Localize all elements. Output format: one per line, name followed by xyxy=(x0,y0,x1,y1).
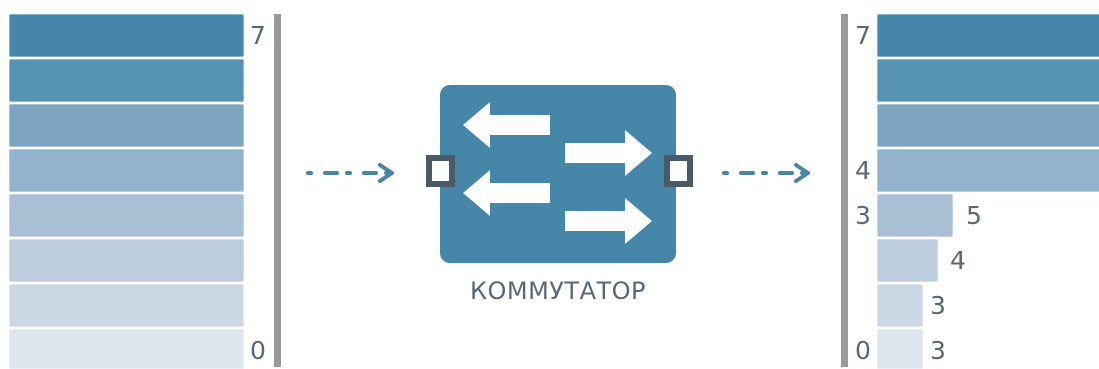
dashed-arrow-out-icon xyxy=(722,163,810,183)
left-queue-bar-5 xyxy=(9,104,244,147)
right-queue-bar-7 xyxy=(877,14,1099,57)
right-queue-label-3: 3 xyxy=(855,201,871,230)
right-queue-label-7: 7 xyxy=(855,21,871,50)
right-queue-bar-value-0: 3 xyxy=(930,336,946,365)
left-queue-bar-4 xyxy=(9,149,244,192)
right-queue-bar-value-3: 5 xyxy=(966,201,982,230)
right-queue-bar-value-1: 3 xyxy=(930,291,946,320)
dashed-arrow-in-icon xyxy=(306,163,394,183)
left-queue-label-bottom: 0 xyxy=(250,336,266,365)
right-queue-bar-2 xyxy=(877,239,938,282)
left-queue-bar-6 xyxy=(9,59,244,102)
right-queue-bar-1 xyxy=(877,284,923,327)
left-queue-bar-7 xyxy=(9,14,244,57)
right-queue-rail xyxy=(841,14,848,367)
right-queue-bar-4 xyxy=(877,149,1099,192)
switch-arrows-icon xyxy=(463,102,652,244)
right-queue-bar-value-2: 4 xyxy=(950,246,966,275)
switch-label: КОММУТАТОР xyxy=(469,277,647,305)
switch-port-out xyxy=(664,155,693,187)
right-queue-bar-5 xyxy=(877,104,1099,147)
right-queue-bar-3 xyxy=(877,194,953,237)
left-queue-label-top: 7 xyxy=(250,21,266,50)
right-queue-label-0: 0 xyxy=(855,336,871,365)
switch-port-in xyxy=(426,155,455,187)
right-queue-bar-6 xyxy=(877,59,1099,102)
left-queue-bar-0 xyxy=(9,329,244,369)
left-queue-bar-2 xyxy=(9,239,244,282)
left-queue-bar-1 xyxy=(9,284,244,327)
right-queue-bar-0 xyxy=(877,329,923,369)
right-queue-label-4: 4 xyxy=(855,156,871,185)
left-queue-bar-3 xyxy=(9,194,244,237)
switch-box xyxy=(440,85,676,263)
left-queue-rail xyxy=(274,14,281,367)
